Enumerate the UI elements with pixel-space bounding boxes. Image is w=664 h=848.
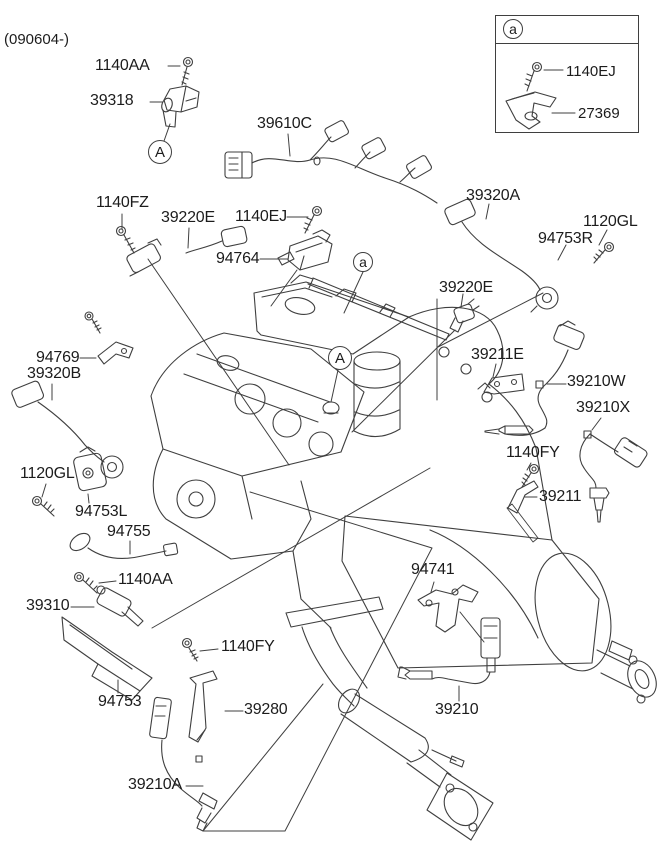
fuel-rail <box>307 277 450 341</box>
part-label-39210a: 39210A <box>128 776 182 793</box>
bolt-icon-1140aa-top <box>181 56 194 86</box>
bracket-39211 <box>506 480 539 543</box>
harness-39610c <box>224 120 438 204</box>
bolt-icons <box>31 56 615 662</box>
bolt-icon-1140fy-bottom <box>181 637 199 662</box>
part-label-94769: 94769 <box>36 349 80 366</box>
exhaust-tip <box>596 640 657 704</box>
bracket-39280 <box>188 670 218 743</box>
bracket-94769 <box>97 341 134 365</box>
callout-A-top: A <box>148 140 172 164</box>
part-label-39310: 39310 <box>26 597 70 614</box>
front-cover <box>152 448 332 629</box>
part-label-39211: 39211 <box>539 488 582 505</box>
part-label-94753r: 94753R <box>538 230 593 247</box>
part-label-39280: 39280 <box>244 701 288 718</box>
bell-housing <box>408 306 553 541</box>
part-label-1140fz: 1140FZ <box>96 194 149 211</box>
bolt-icon-1120gl-right <box>593 241 615 264</box>
inset-label-1140ej: 1140EJ <box>566 63 616 80</box>
cam-sensor-94764 <box>277 229 333 271</box>
pointer-lines <box>147 123 544 832</box>
inset-label-27369: 27369 <box>578 105 620 122</box>
part-label-94755: 94755 <box>107 523 151 540</box>
oxygen-sensor-39210w <box>484 320 585 436</box>
part-label-1140aa-top: 1140AA <box>95 57 150 74</box>
exhaust-downpipe <box>285 596 494 841</box>
knock-sensor-cable-39220e-left <box>126 225 248 277</box>
inset-date-code: (090604-) <box>4 31 70 48</box>
part-label-94753: 94753 <box>98 693 142 710</box>
part-label-39210x: 39210X <box>576 399 630 416</box>
part-label-39320a: 39320A <box>466 187 520 204</box>
cable-94755 <box>69 532 179 559</box>
heat-shield-94753 <box>61 616 153 701</box>
leader-lines <box>41 65 608 787</box>
oil-filter <box>353 351 401 438</box>
part-label-39610c: 39610C <box>257 115 312 132</box>
bolt-icon-1140ej-mid <box>303 205 323 234</box>
oxygen-sensor-39210x <box>579 430 648 523</box>
part-label-39320b: 39320B <box>27 365 81 382</box>
part-label-1120gl-right: 1120GL <box>583 213 638 230</box>
transmission <box>341 515 612 672</box>
part-label-94753l: 94753L <box>75 503 128 520</box>
knock-sensor-cable-39320b <box>11 380 124 479</box>
part-label-39211e: 39211E <box>471 346 524 363</box>
bracket-39211e <box>477 373 525 395</box>
valve-cover-left <box>150 332 365 477</box>
inset-header <box>496 16 638 44</box>
sensor-94753l <box>73 446 107 492</box>
inset-bolt-1140ej <box>524 61 564 92</box>
crank-sensor-39318 <box>161 85 200 128</box>
part-label-1140ej-mid: 1140EJ <box>235 208 287 225</box>
part-label-1120gl-left: 1120GL <box>20 465 75 482</box>
bolt-icon-1140fz <box>115 225 136 254</box>
bolt-icon-1120gl-left <box>31 495 55 517</box>
bolt-icon-1140fy-right <box>521 463 540 488</box>
callout-A-middle: A <box>328 346 352 370</box>
bolt-icon-94769 <box>84 311 102 334</box>
part-label-39210: 39210 <box>435 701 479 718</box>
part-label-39318: 39318 <box>90 92 134 109</box>
bolt-icon-1140aa-bottom <box>73 571 98 594</box>
part-label-1140fy-right: 1140FY <box>506 444 560 461</box>
part-label-94764: 94764 <box>216 250 260 267</box>
part-label-39220e-right: 39220E <box>439 279 493 296</box>
part-label-39220e-left: 39220E <box>161 209 215 226</box>
inset-callout-a: a <box>503 19 523 39</box>
inset-detail-box <box>495 15 639 133</box>
inset-bracket-27369 <box>505 91 576 130</box>
bracket-94741 <box>417 584 479 633</box>
callout-a-middle: a <box>353 252 373 272</box>
sensor-39220e-right <box>449 298 480 333</box>
part-label-1140fy-bottom: 1140FY <box>221 638 275 655</box>
part-label-94741: 94741 <box>411 561 455 578</box>
sensor-39310 <box>96 585 144 627</box>
part-label-39210w: 39210W <box>567 373 626 390</box>
sensor-boss <box>322 401 340 415</box>
oxygen-sensor-39210 <box>397 617 501 685</box>
knock-sensor-cable-39320a <box>444 198 559 313</box>
valve-cover-right <box>253 274 410 355</box>
oxygen-sensor-39210a <box>149 696 218 832</box>
part-label-1140aa-bottom: 1140AA <box>118 571 173 588</box>
